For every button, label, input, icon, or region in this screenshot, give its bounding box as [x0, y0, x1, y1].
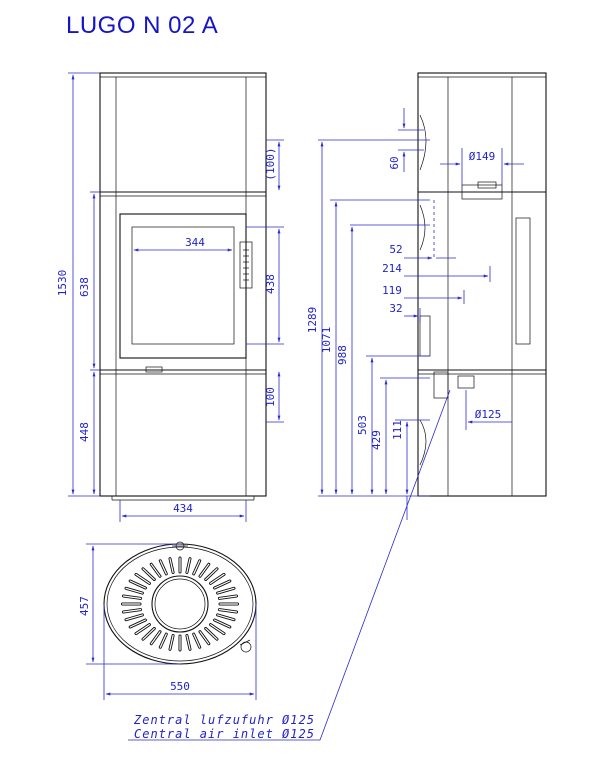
dim-rear-flue-height: 988 [336, 345, 349, 365]
vent-slot-inner [210, 573, 225, 585]
vent-slot-inner [214, 580, 231, 589]
vent-slot-inner [150, 563, 161, 577]
air-inlet-leader-line [128, 389, 451, 741]
dim-width: 434 [173, 502, 193, 515]
drawing-title: LUGO N 02 A [66, 12, 219, 39]
dim-top-pipe-size: 60 [388, 156, 401, 169]
dim-door-height: 638 [78, 277, 91, 297]
dim-rear-offset-52: 52 [389, 243, 402, 256]
vent-slot-inner [210, 623, 225, 635]
dim-bottom-offset: 100 [264, 387, 277, 407]
vent-slot-inner [205, 627, 218, 640]
top-outlet-collar [461, 184, 503, 200]
note-english: Central air inlet Ø125 [134, 727, 315, 741]
front-door [119, 213, 247, 359]
side-door-profile [515, 217, 531, 345]
dim-depth: 457 [78, 596, 91, 616]
vent-slot-inner [122, 608, 142, 613]
air-inlet-collar [457, 375, 475, 389]
top-flue-opening [151, 575, 209, 633]
vent-slot-inner [186, 558, 191, 574]
dim-rear-outlet-height: 1071 [320, 327, 333, 354]
note-german: Zentral lufzufuhr Ø125 [133, 713, 315, 727]
dim-top-outlet-height: 1289 [306, 307, 319, 334]
vent-slot-inner [169, 558, 174, 574]
vent-slot-inner [125, 614, 143, 621]
dim-side-inlet-height: 503 [356, 415, 369, 435]
vent-slot-inner [205, 568, 218, 581]
front-window [131, 226, 235, 345]
side-view: 1289 1071 988 503 429 111 60 Ø149 52 214… [306, 72, 547, 520]
vent-slot-inner [193, 560, 201, 575]
vent-slot-inner [218, 608, 238, 613]
side-body-outline [417, 72, 547, 497]
vent-slot-inner [199, 631, 210, 645]
vent-slot-inner [129, 580, 146, 589]
vent-slot-inner [217, 587, 235, 594]
dim-top-width: 550 [170, 680, 190, 693]
dim-bottom-inlet-height: 111 [391, 420, 404, 440]
vent-slot-inner [159, 633, 167, 648]
dim-top-outlet-diameter: Ø149 [469, 150, 496, 163]
top-view: 457 550 [78, 541, 257, 700]
vent-slot-inner [142, 568, 155, 581]
vent-slot-inner [150, 631, 161, 645]
vent-slot-inner [142, 627, 155, 640]
vent-slot-inner [122, 595, 142, 600]
vent-slot-inner [214, 619, 231, 628]
vent-slot-inner [125, 587, 143, 594]
dim-base-height: 448 [78, 422, 91, 442]
dim-total-height: 1530 [56, 270, 69, 297]
vent-slot-inner [159, 560, 167, 575]
vent-slot-inner [135, 573, 150, 585]
door-handle-grille [239, 241, 253, 289]
dim-window-width: 344 [185, 236, 205, 249]
dim-rear-offset-119: 119 [382, 284, 402, 297]
vent-slot-inner [217, 614, 235, 621]
dim-air-inlet-height: 429 [370, 430, 383, 450]
front-body-outline [99, 72, 267, 497]
dim-rear-offset-214: 214 [382, 262, 402, 275]
dim-air-inlet-diameter: Ø125 [475, 408, 502, 421]
vent-slot-inner [129, 619, 146, 628]
vent-slot-inner [199, 563, 210, 577]
front-view: 1530 638 448 (100) 438 100 344 434 [56, 72, 284, 522]
vent-slot-inner [135, 623, 150, 635]
dim-window-height: 438 [264, 274, 277, 294]
dim-rear-offset-32: 32 [389, 302, 402, 315]
top-vent-ring [121, 556, 239, 652]
vent-slot-inner [169, 634, 174, 650]
vent-slot-inner [193, 633, 201, 648]
vent-slot-inner [218, 595, 238, 600]
dim-top-offset: (100) [264, 147, 277, 180]
vent-slot-inner [186, 634, 191, 650]
